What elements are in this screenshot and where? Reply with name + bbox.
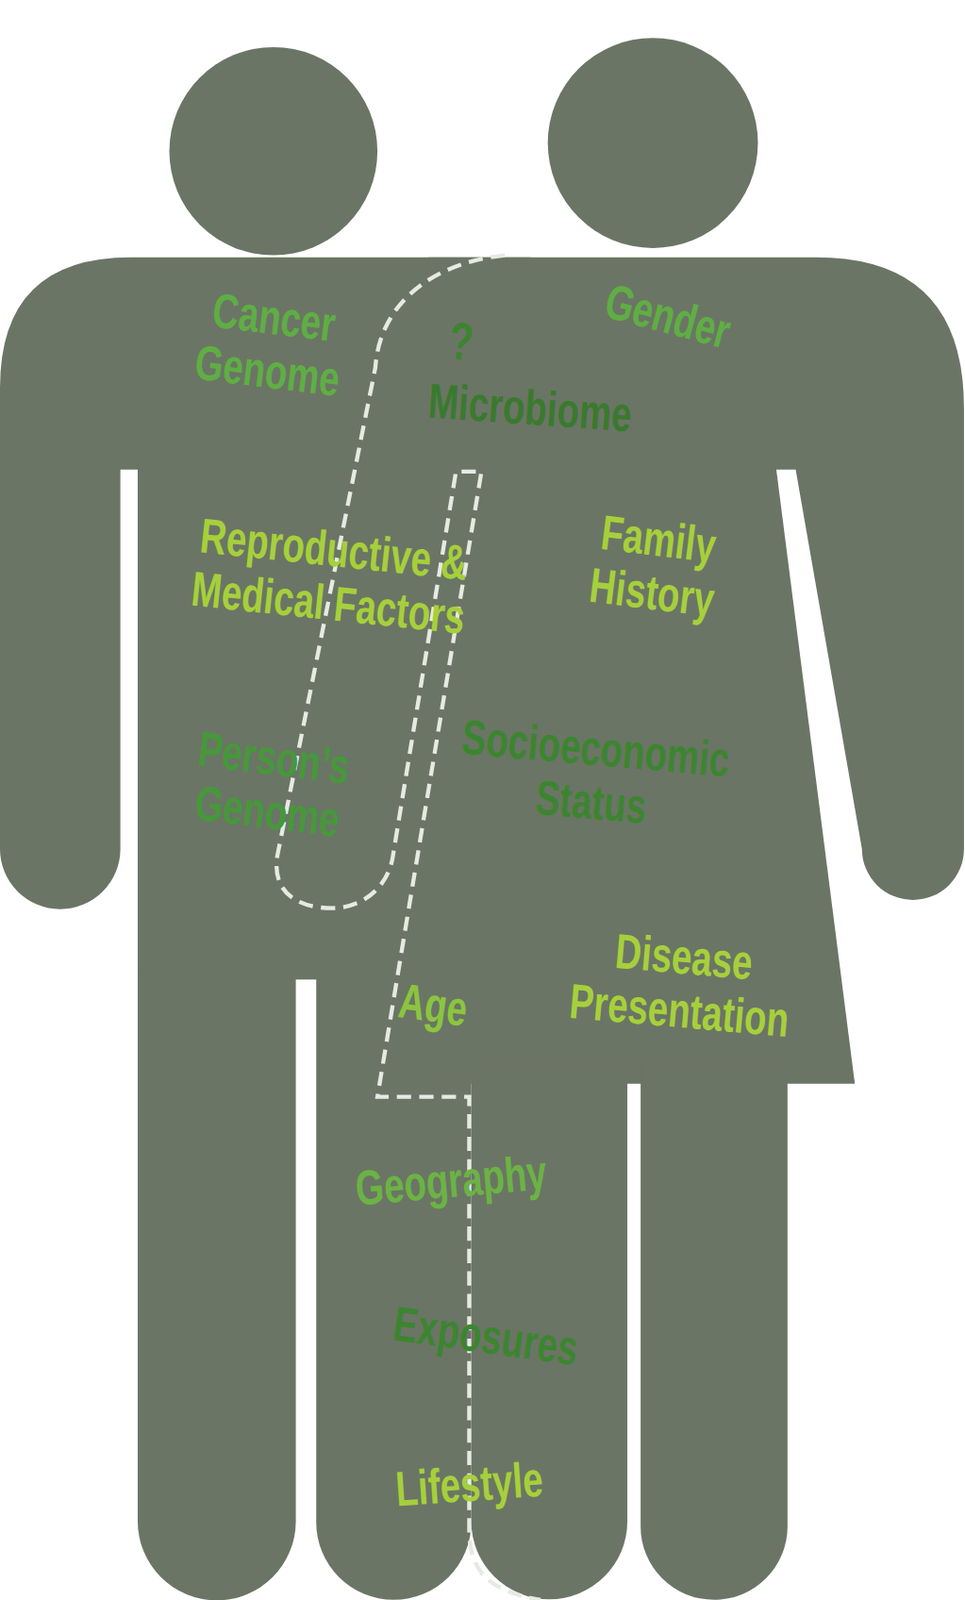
factor-label: Cancer Genome: [173, 280, 367, 410]
factor-label: Exposures: [389, 1297, 582, 1377]
factor-label: Gender: [599, 273, 737, 359]
question-mark: ?: [446, 311, 477, 372]
figure-fill: [0, 37, 965, 1600]
factor-label: Reproductive & Medical Factors: [154, 504, 510, 649]
factor-label: Disease Presentation: [539, 918, 824, 1050]
factor-label: Lifestyle: [394, 1451, 546, 1516]
factor-label: Microbiome: [427, 373, 634, 442]
factor-label: Geography: [352, 1145, 549, 1216]
female-head: [548, 37, 759, 249]
factor-label: Person’s Genome: [173, 720, 367, 850]
male-leg: [137, 969, 297, 1600]
factor-label: Family History: [565, 502, 745, 631]
factor-label: Age: [396, 973, 472, 1037]
female-leg: [640, 1061, 788, 1600]
male-head: [169, 47, 379, 256]
female-dress: [438, 461, 855, 1084]
dashed-boundary: [276, 255, 541, 1600]
factor-label: Socioeconomic Status: [444, 708, 744, 842]
